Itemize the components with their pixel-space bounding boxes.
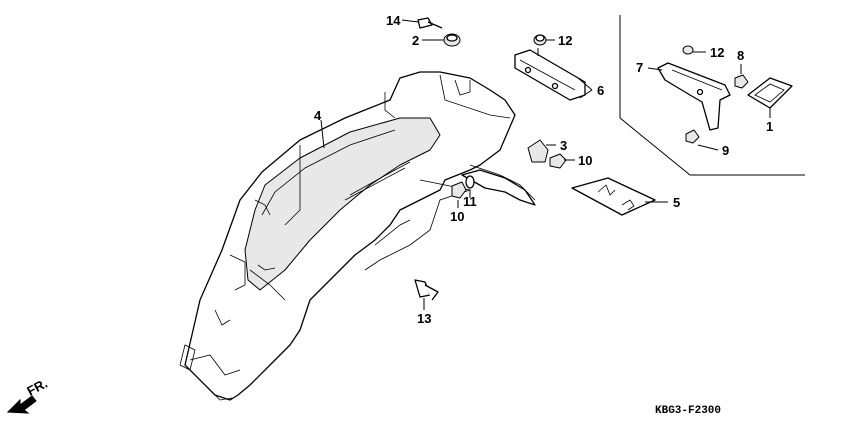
- callout-11: 11: [463, 194, 477, 209]
- callout-12: 12: [710, 45, 724, 60]
- nut-part-10-right: [549, 153, 567, 169]
- callout-4: 4: [314, 108, 322, 123]
- rear-fender-part-4: [179, 71, 536, 401]
- direction-label: FR.: [24, 376, 50, 399]
- callout-14: 14: [386, 13, 401, 28]
- leader-lines: [320, 19, 771, 310]
- fender-flap: [461, 169, 536, 206]
- callout-8: 8: [737, 48, 744, 63]
- nut-part-10-left: [451, 181, 467, 199]
- callout-2: 2: [412, 33, 419, 48]
- bracket-part-6: [514, 49, 586, 101]
- washer-part-11: [465, 175, 475, 189]
- reflector-part-1: [747, 77, 793, 109]
- grommet-part-3: [527, 139, 549, 163]
- callout-12: 12: [558, 33, 572, 48]
- callout-13: 13: [417, 311, 431, 326]
- bolt-part-14: [417, 17, 443, 29]
- callout-9: 9: [722, 143, 729, 158]
- drawing-code: KBG3-F2300: [655, 405, 721, 417]
- sheet-part-5: [571, 177, 656, 216]
- collar-part-2: [443, 33, 461, 47]
- nut-part-12-upper: [533, 34, 547, 46]
- grommet-part-8: [734, 74, 749, 89]
- front-direction-arrow: FR.: [6, 376, 50, 414]
- nut-part-9: [685, 129, 700, 144]
- callout-6: 6: [597, 83, 604, 98]
- bolt-part-13: [414, 279, 439, 301]
- callout-1: 1: [766, 119, 773, 134]
- callout-10: 10: [578, 153, 592, 168]
- nut-part-12-inset: [682, 45, 694, 55]
- callout-labels: 14 2 12 6 4 3 10 11 10 5 13 12 7 8 1 9: [314, 13, 773, 326]
- callout-7: 7: [636, 60, 643, 75]
- callout-3: 3: [560, 138, 567, 153]
- callout-10: 10: [450, 209, 464, 224]
- inset-border: [619, 15, 805, 176]
- bracket-part-7: [657, 62, 731, 131]
- callout-5: 5: [673, 195, 680, 210]
